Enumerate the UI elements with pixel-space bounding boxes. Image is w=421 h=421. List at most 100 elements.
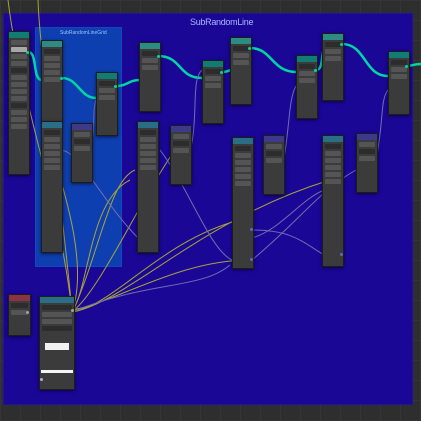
node-field[interactable]	[205, 83, 221, 88]
node-field[interactable]	[44, 56, 60, 61]
value-field-highlight[interactable]	[45, 343, 69, 350]
node-field[interactable]	[325, 179, 341, 184]
node-socket-icon[interactable]	[60, 77, 63, 80]
node-field[interactable]	[325, 56, 341, 61]
node-field[interactable]	[325, 158, 341, 163]
node-field[interactable]	[140, 137, 156, 142]
node-field[interactable]	[11, 89, 27, 94]
node-field[interactable]	[140, 130, 156, 135]
node-field[interactable]	[11, 82, 27, 87]
node-field[interactable]	[74, 146, 90, 151]
node-field[interactable]	[44, 151, 60, 156]
node-field[interactable]	[140, 144, 156, 149]
node-socket-icon[interactable]	[157, 55, 160, 58]
node-field[interactable]	[233, 46, 249, 51]
node-field[interactable]	[233, 53, 249, 58]
node-field[interactable]	[235, 153, 251, 158]
node-field[interactable]	[142, 51, 158, 56]
node-field[interactable]	[11, 75, 27, 80]
node-field[interactable]	[99, 88, 115, 93]
node-socket-icon[interactable]	[405, 65, 408, 68]
node-field[interactable]	[359, 142, 375, 147]
node-math-inner[interactable]	[41, 121, 63, 253]
node-field[interactable]	[325, 42, 341, 47]
node-field[interactable]	[74, 132, 90, 137]
node-input-value[interactable]	[8, 294, 31, 336]
node-group-4[interactable]	[322, 33, 344, 101]
node-field[interactable]	[11, 110, 27, 115]
node-field[interactable]	[359, 149, 375, 154]
node-math-2[interactable]	[137, 121, 159, 253]
node-geometry-4[interactable]	[296, 55, 318, 119]
node-field[interactable]	[42, 326, 72, 331]
node-field[interactable]	[205, 69, 221, 74]
node-field[interactable]	[140, 151, 156, 156]
node-field[interactable]	[42, 319, 72, 324]
node-field[interactable]	[11, 310, 28, 315]
node-group-2[interactable]	[139, 42, 161, 112]
node-field[interactable]	[235, 174, 251, 179]
node-field[interactable]	[44, 77, 60, 82]
node-socket-icon[interactable]	[248, 47, 251, 50]
node-field[interactable]	[142, 65, 158, 70]
node-field[interactable]	[140, 165, 156, 170]
node-field[interactable]	[325, 49, 341, 54]
node-field[interactable]	[173, 134, 189, 139]
node-geometry-left[interactable]	[8, 31, 30, 175]
node-socket-icon[interactable]	[250, 228, 253, 231]
node-field[interactable]	[44, 130, 60, 135]
node-field[interactable]	[74, 139, 90, 144]
node-field[interactable]	[42, 312, 72, 317]
node-geometry-2[interactable]	[96, 72, 118, 136]
node-field[interactable]	[11, 54, 27, 59]
node-field[interactable]	[233, 60, 249, 65]
node-socket-icon[interactable]	[26, 51, 29, 54]
node-field[interactable]	[325, 144, 341, 149]
node-field[interactable]	[391, 60, 407, 65]
node-socket-icon[interactable]	[71, 309, 74, 312]
node-field[interactable]	[325, 172, 341, 177]
node-socket-icon[interactable]	[40, 378, 43, 381]
node-field[interactable]	[44, 158, 60, 163]
node-vector-4[interactable]	[356, 133, 378, 193]
node-field[interactable]	[235, 181, 251, 186]
node-socket-icon[interactable]	[26, 311, 29, 314]
node-field[interactable]	[11, 96, 27, 101]
node-field[interactable]	[11, 68, 27, 73]
node-field[interactable]	[11, 47, 27, 52]
node-field[interactable]	[44, 165, 60, 170]
node-field[interactable]	[42, 305, 72, 310]
node-field[interactable]	[173, 148, 189, 153]
node-geometry-output[interactable]	[388, 51, 410, 115]
node-field[interactable]	[266, 158, 282, 163]
node-vector-inner[interactable]	[71, 123, 93, 183]
node-field[interactable]	[266, 144, 282, 149]
node-socket-icon[interactable]	[340, 43, 343, 46]
node-field[interactable]	[44, 137, 60, 142]
node-field[interactable]	[44, 63, 60, 68]
node-math-3[interactable]	[232, 137, 254, 269]
node-math-4[interactable]	[322, 135, 344, 267]
node-group-inner-top[interactable]	[41, 40, 63, 122]
node-field[interactable]	[44, 144, 60, 149]
node-socket-icon[interactable]	[314, 69, 317, 72]
node-field[interactable]	[235, 167, 251, 172]
node-field[interactable]	[142, 58, 158, 63]
node-field[interactable]	[235, 160, 251, 165]
node-field[interactable]	[391, 74, 407, 79]
node-socket-icon[interactable]	[340, 253, 343, 256]
node-geometry-3[interactable]	[202, 60, 224, 124]
node-socket-icon[interactable]	[220, 71, 223, 74]
node-field[interactable]	[266, 151, 282, 156]
node-field[interactable]	[11, 303, 28, 308]
node-field[interactable]	[359, 156, 375, 161]
value-slider-bar[interactable]	[41, 370, 73, 373]
node-field[interactable]	[11, 103, 27, 108]
node-field[interactable]	[11, 117, 27, 122]
node-vector-2[interactable]	[170, 125, 192, 185]
node-field[interactable]	[325, 165, 341, 170]
node-field[interactable]	[44, 70, 60, 75]
node-field[interactable]	[235, 146, 251, 151]
node-field[interactable]	[140, 158, 156, 163]
